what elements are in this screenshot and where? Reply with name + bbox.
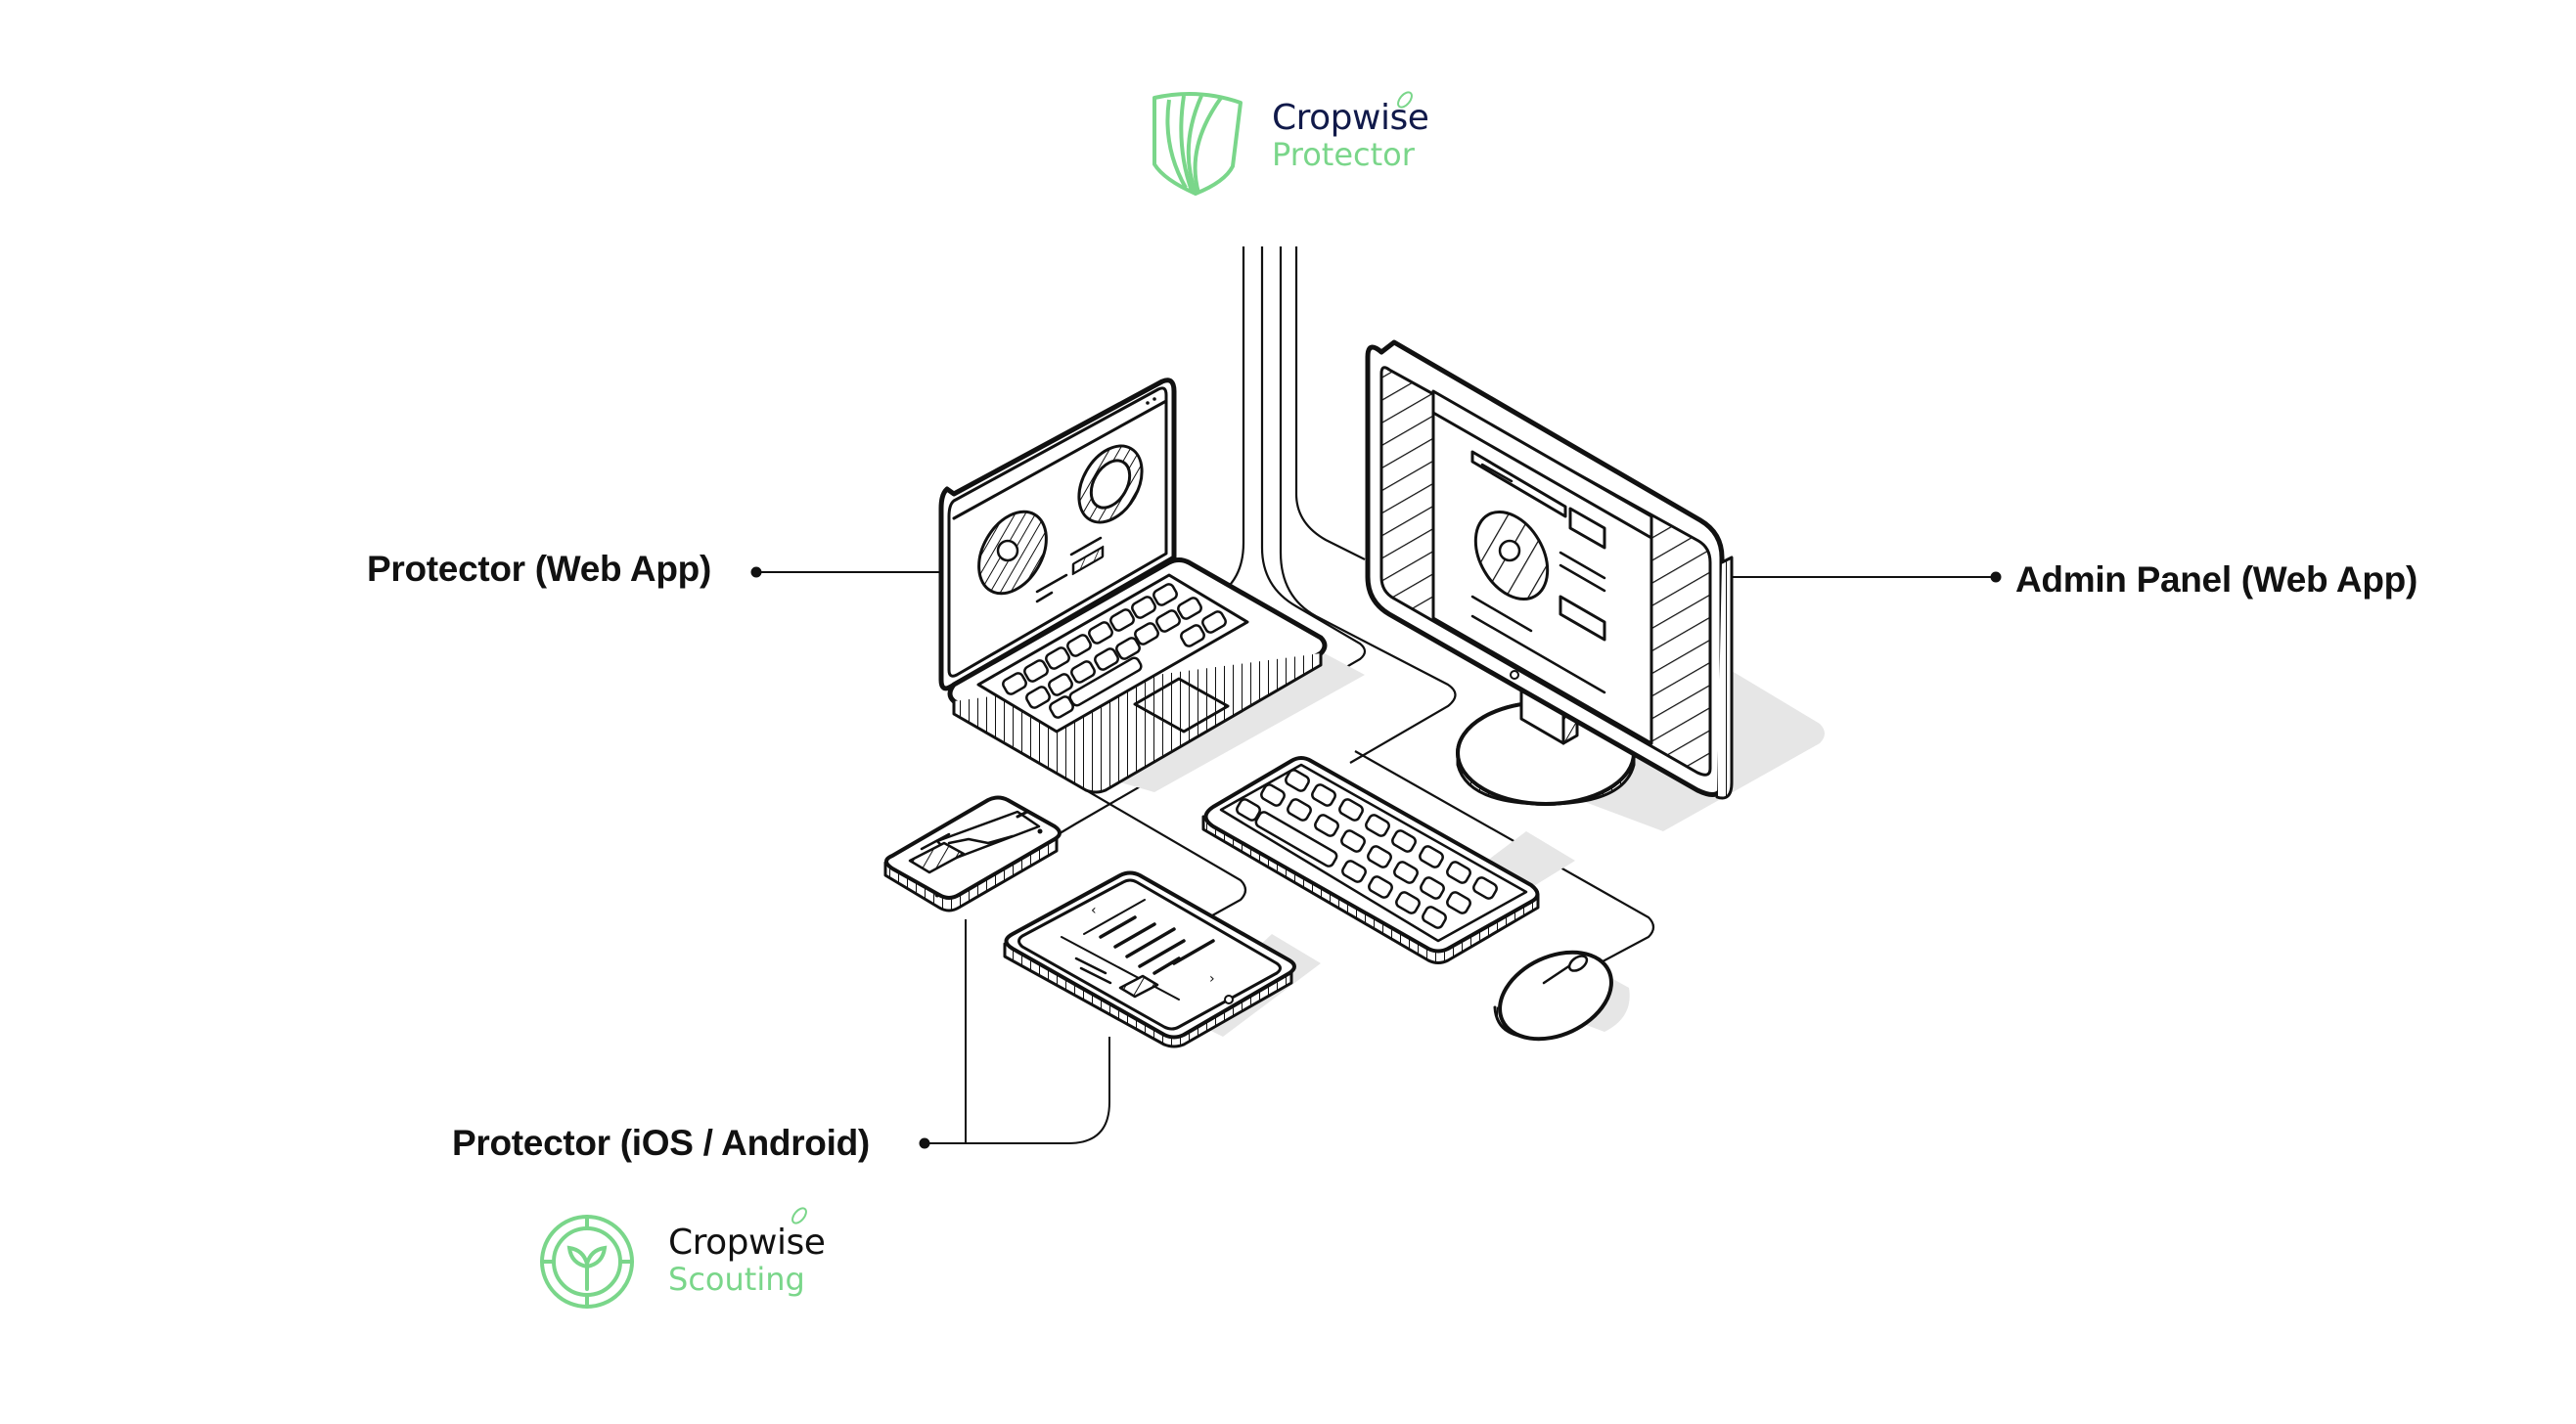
svg-text:‹: ‹: [1091, 903, 1097, 918]
crosshair-sprout-icon: [540, 1215, 634, 1309]
mouse-scroll-wheel: [1567, 955, 1589, 972]
protector-logo-name: Cropwise: [1272, 98, 1429, 138]
keyboard-icon: [1201, 756, 1540, 964]
protector-logo: Cropwise Protector: [1272, 98, 1429, 173]
callout-admin-panel: Admin Panel (Web App): [2015, 559, 2418, 600]
leader-mobile-dot: [919, 1137, 930, 1149]
leader-web-app-dot: [750, 566, 762, 578]
shield-leaf-icon: [1152, 92, 1243, 196]
cable-monitor: [1294, 246, 1366, 560]
laptop-trackpad: [1133, 677, 1230, 734]
keyboard-keys: [1236, 769, 1498, 929]
tablet-home-button: [1224, 995, 1234, 1004]
callout-protector-web-app: Protector (Web App): [367, 549, 711, 589]
callout-protector-mobile: Protector (iOS / Android): [452, 1123, 870, 1163]
mouse-body: [1498, 950, 1613, 1042]
leaf-mark-icon: [791, 91, 1413, 1224]
laptop-icon: [938, 378, 1328, 794]
cable-tablet: [1080, 786, 1247, 920]
scouting-logo-product: Scouting: [668, 1261, 805, 1298]
leader-lines: [750, 566, 2002, 1149]
mouse-icon: [1493, 950, 1613, 1042]
protector-logo-product: Protector: [1272, 136, 1415, 173]
scouting-logo: Cropwise Scouting: [668, 1223, 826, 1298]
svg-text:›: ›: [1209, 971, 1215, 987]
monitor-icon: [1365, 339, 1734, 806]
smartphone-icon: [883, 795, 1062, 912]
scouting-logo-name: Cropwise: [668, 1223, 826, 1263]
monitor-power-led: [1510, 670, 1519, 680]
tablet-bar-chart: [1099, 915, 1215, 975]
cable-keyboard-2: [1279, 246, 1457, 764]
leader-admin-dot: [1990, 571, 2002, 583]
phone-line-chart: [947, 834, 1015, 845]
cable-mouse: [1354, 750, 1655, 969]
leader-mobile: [922, 1037, 1110, 1144]
laptop-keys: [1002, 583, 1227, 719]
tablet-icon: ‹ ›: [1003, 870, 1296, 1048]
